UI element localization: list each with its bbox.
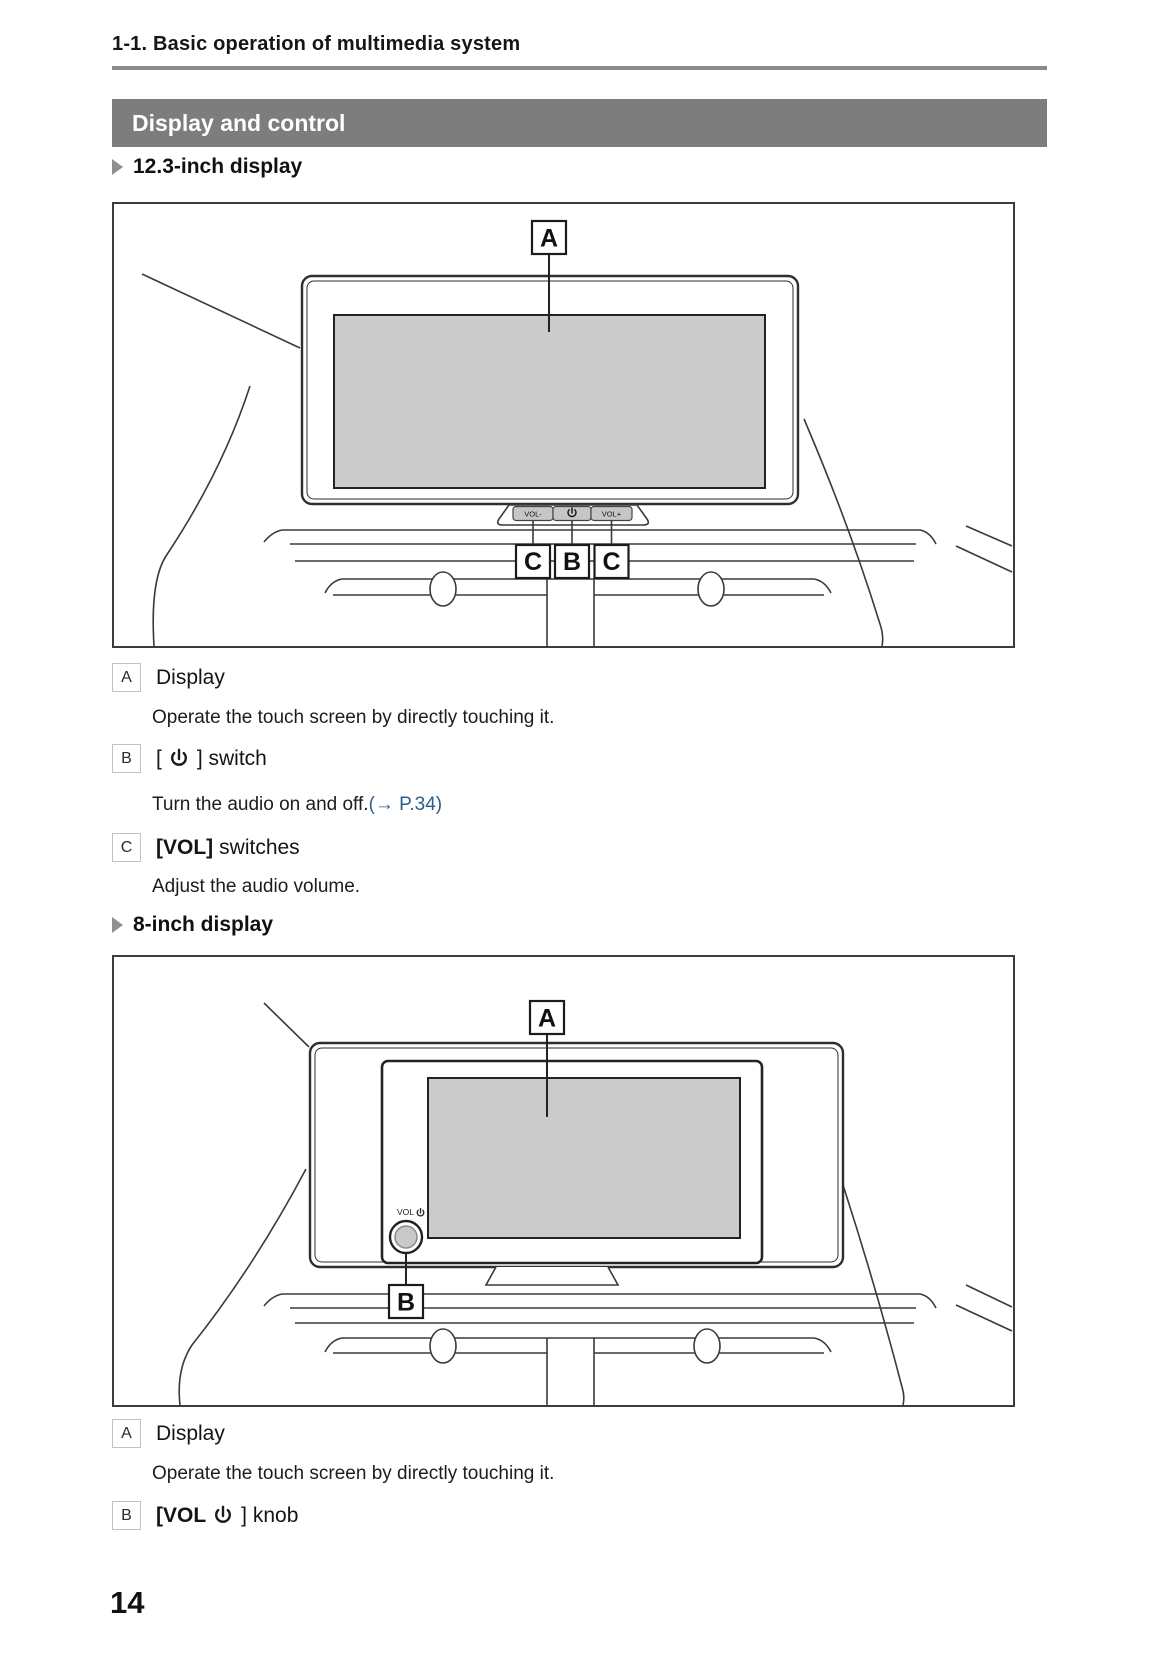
figure-8-inch-display: VOL A B [112, 955, 1015, 1407]
triangle-bullet-icon [112, 917, 123, 933]
item-b-desc-text: Turn the audio on and off. [152, 794, 369, 815]
vol-power-knob-cap [394, 1225, 418, 1249]
power-icon [170, 748, 187, 766]
callout-box-b [387, 1283, 425, 1320]
item-c-title-rest: switches [219, 835, 300, 859]
callout-letter-a: A [538, 1005, 556, 1033]
dashboard-illustration-8: VOL A B [178, 999, 1013, 1406]
item-c-title-bold: [VOL] [156, 835, 214, 859]
item-label-box-a: A [112, 663, 141, 692]
header-rule [112, 66, 1047, 70]
item-a-title: Display [156, 665, 225, 689]
callout-letter-a: A [540, 225, 558, 253]
touch-screen [333, 314, 766, 489]
callout-box-b [553, 543, 591, 580]
callout-letter-b: B [397, 1289, 415, 1317]
heading-8-inch-display: 8-inch display [112, 913, 273, 937]
page-title: 1-1. Basic operation of multimedia syste… [112, 33, 521, 55]
dash-vent-knob-right [693, 1328, 721, 1364]
callout-lines-cbc [532, 520, 613, 545]
page-number: 14 [110, 1585, 145, 1620]
callout-letter-c-left: C [524, 548, 542, 576]
item-label-box-b: B [112, 1501, 141, 1530]
item-label-box-a: A [112, 1419, 141, 1448]
dashboard-illustration-12: VOL- VOL+ A C B C [141, 219, 1013, 647]
item-a-desc: Operate the touch screen by directly tou… [152, 1463, 555, 1484]
heading-12-inch-display: 12.3-inch display [112, 155, 302, 179]
callout-box-a [530, 219, 568, 256]
item-b-title: [VOL ] knob [156, 1504, 298, 1528]
item-b-title-bold: [VOL [156, 1503, 207, 1527]
callout-letter-c-right: C [602, 548, 620, 576]
power-icon [416, 1207, 425, 1217]
item-b-title-text: ] knob [241, 1503, 299, 1527]
item-b-desc: Turn the audio on and off.(→ P.34) [152, 794, 442, 816]
touch-screen [427, 1077, 741, 1239]
callout-box-c-right [593, 543, 630, 580]
item-a-title: Display [156, 1421, 225, 1445]
item-b-vol-knob: B [VOL ] knob [112, 1501, 298, 1530]
dash-vent-knob-left [429, 1328, 457, 1364]
dash-vent-knob-left [429, 571, 457, 607]
item-a-desc: Operate the touch screen by directly tou… [152, 707, 555, 728]
callout-box-a [528, 999, 566, 1036]
knob-vol-label: VOL [397, 1207, 414, 1217]
triangle-bullet-icon [112, 159, 123, 175]
item-b-title-text: ] switch [196, 746, 267, 770]
item-b-power-switch: B [ ] switch [112, 744, 267, 773]
power-icon [215, 1505, 232, 1523]
item-label-box-c: C [112, 833, 141, 862]
figure-12-inch-display: VOL- VOL+ A C B C [112, 202, 1015, 648]
bracket-open: [ [156, 746, 162, 770]
item-label-box-b: B [112, 744, 141, 773]
callout-box-c-left [514, 543, 552, 580]
vol-plus-label: VOL+ [602, 509, 622, 518]
heading-text: 8-inch display [133, 913, 274, 936]
item-c-title: [VOL] switches [156, 836, 300, 860]
heading-text: 12.3-inch display [133, 155, 303, 178]
vol-minus-label: VOL- [524, 509, 542, 518]
page-34-link[interactable]: (→ P.34) [368, 794, 443, 815]
item-a-display: A Display [112, 663, 225, 692]
power-icon [567, 507, 577, 518]
item-b-title: [ ] switch [156, 747, 267, 771]
item-a-display-8: A Display [112, 1419, 225, 1448]
callout-letter-b: B [563, 548, 581, 576]
dash-vent-knob-right [697, 571, 725, 607]
item-c-desc: Adjust the audio volume. [152, 876, 361, 897]
display-mount [484, 1266, 620, 1286]
section-banner: Display and control [112, 99, 1047, 147]
item-c-vol-switches: C [VOL] switches [112, 833, 300, 862]
